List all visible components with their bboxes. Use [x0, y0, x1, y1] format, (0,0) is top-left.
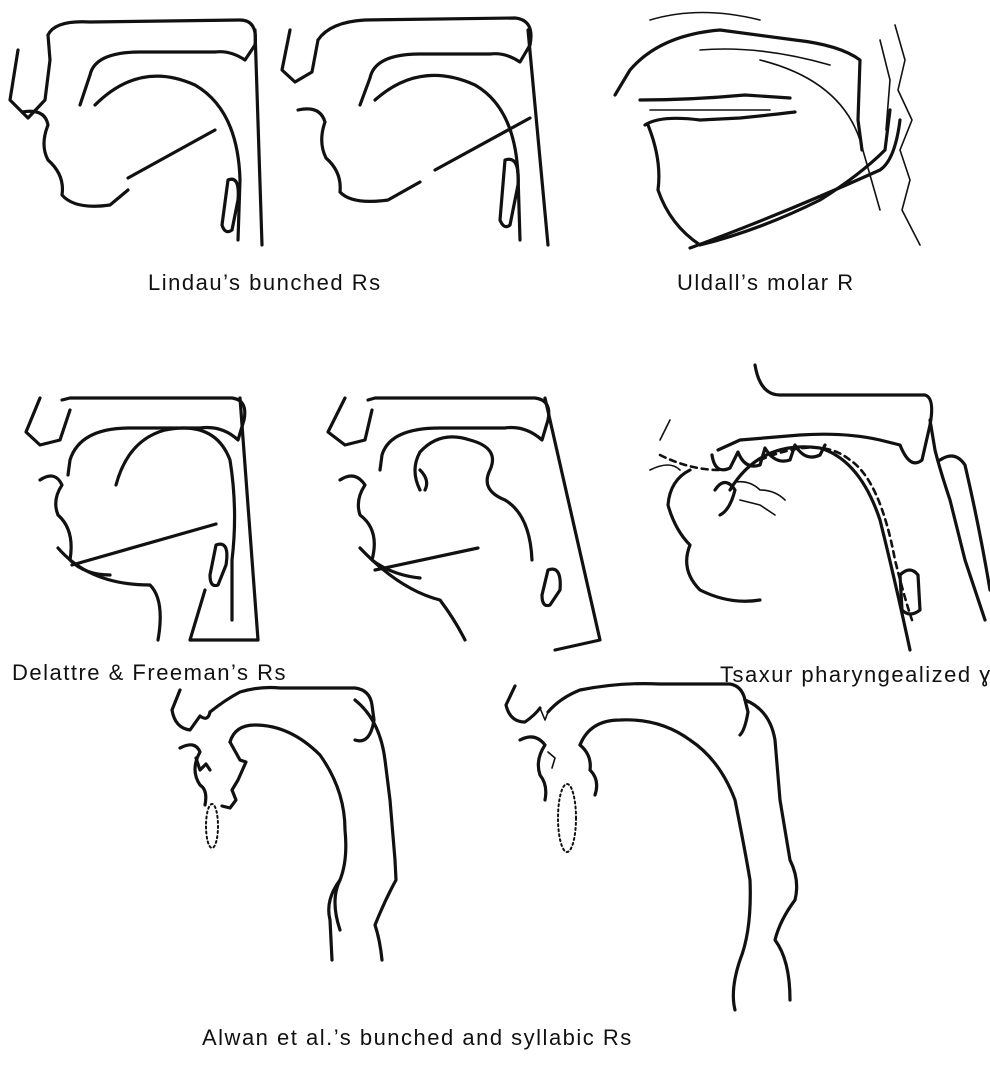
delattre-tracing-2 — [328, 398, 600, 650]
alwan-tracing-2 — [506, 684, 797, 1010]
uldall-tracing — [615, 13, 920, 249]
tsaxur-tracing — [650, 365, 990, 650]
lindau-tracing-1 — [10, 20, 262, 245]
lindau-tracing-2 — [282, 18, 548, 245]
caption-alwan: Alwan et al.’s bunched and syllabic Rs — [202, 1025, 633, 1051]
caption-delattre: Delattre & Freeman’s Rs — [12, 660, 287, 686]
caption-tsaxur: Tsaxur pharyngealized ɣˤ — [720, 662, 990, 688]
caption-uldall: Uldall’s molar R — [677, 270, 855, 296]
alwan-tracing-1 — [172, 688, 396, 961]
caption-lindau: Lindau’s bunched Rs — [148, 270, 382, 296]
delattre-tracing-1 — [26, 398, 258, 640]
